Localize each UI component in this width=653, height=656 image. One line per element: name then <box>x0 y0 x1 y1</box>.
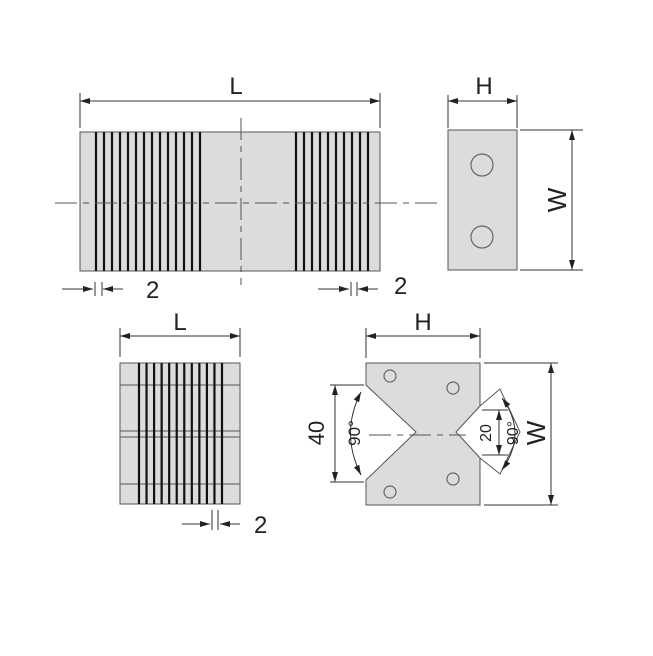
pitch-label: 2 <box>146 277 159 304</box>
length-label: L <box>173 309 186 336</box>
grooves <box>94 132 370 271</box>
height-label: H <box>475 73 492 100</box>
small-grooved-view: L 2 <box>119 309 267 539</box>
mounting-hole <box>470 225 494 249</box>
block-body <box>79 131 381 272</box>
small-v-label: 20 <box>478 424 495 442</box>
top-view: L 2 2 <box>55 73 438 304</box>
mounting-hole <box>470 153 494 177</box>
large-angle-label: 90° <box>345 420 364 446</box>
v-block-view: H 40 90° 20 90° W <box>304 309 558 506</box>
v-block-body <box>365 362 481 506</box>
grooves <box>137 363 224 504</box>
height-label: H <box>414 309 431 336</box>
large-v-label: 40 <box>304 421 329 445</box>
length-label: L <box>229 73 242 100</box>
pitch-label: 2 <box>254 512 267 539</box>
small-angle-label: 90° <box>505 421 522 445</box>
pitch-label: 2 <box>394 273 407 300</box>
side-view: H W <box>447 73 583 271</box>
width-label: W <box>542 187 572 212</box>
width-label: W <box>521 420 551 445</box>
